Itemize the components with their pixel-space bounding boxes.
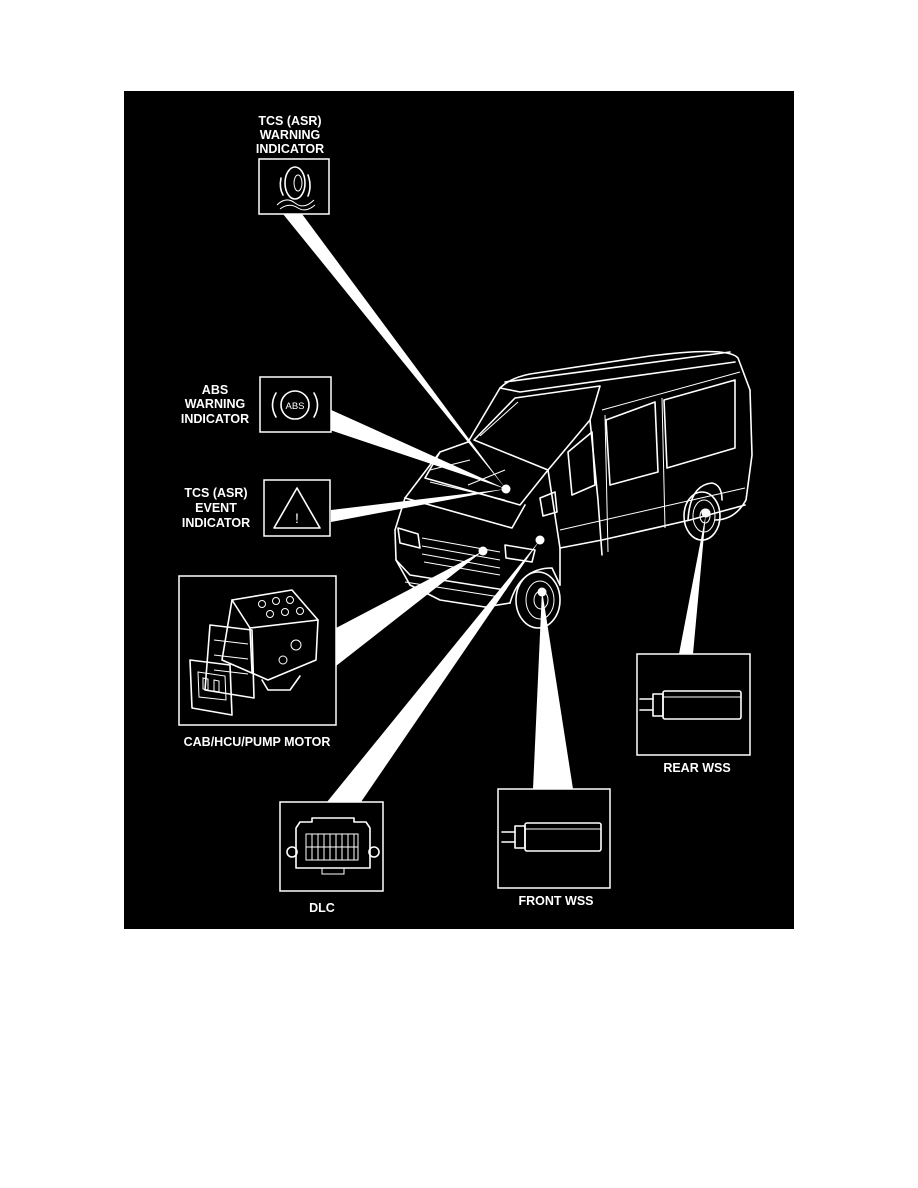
beam-cab <box>336 551 483 666</box>
warning-triangle-mark: ! <box>295 510 299 526</box>
van-illustration <box>394 350 753 629</box>
point-instrument-cluster <box>501 484 511 494</box>
cab-label: CAB/HCU/PUMP MOTOR <box>184 735 331 749</box>
front-wss-label: FRONT WSS <box>519 894 594 908</box>
dlc-callout: DLC <box>279 801 384 915</box>
rear-wss-box <box>636 653 751 756</box>
beam-rear-wss <box>679 513 706 654</box>
beam-tcs-warning <box>283 214 506 489</box>
dlc-label: DLC <box>309 901 335 915</box>
rear-wss-callout: REAR WSS <box>636 653 751 775</box>
abs-warning-label-3: INDICATOR <box>181 412 249 426</box>
abs-warning-callout: ABS WARNING INDICATOR ABS <box>181 376 332 433</box>
rear-wheel-speed-sensor-icon <box>639 690 742 720</box>
abs-warning-label-2: WARNING <box>185 397 245 411</box>
abs-icon-text: ABS <box>285 401 304 412</box>
point-front-wheel <box>537 587 547 597</box>
point-cab-location <box>478 546 488 556</box>
beam-abs-warning <box>318 404 506 489</box>
hcu-module-icon <box>189 589 319 716</box>
cab-callout: CAB/HCU/PUMP MOTOR <box>178 575 337 749</box>
point-rear-wheel <box>701 508 711 518</box>
point-dlc-location <box>535 535 545 545</box>
rear-wss-label: REAR WSS <box>663 761 730 775</box>
front-wss-callout: FRONT WSS <box>497 788 611 908</box>
beam-dlc <box>327 540 540 802</box>
tcs-event-label-2: EVENT <box>195 501 237 515</box>
tcs-warning-label-2: WARNING <box>260 128 320 142</box>
abs-icon: ABS <box>271 390 319 420</box>
warning-triangle-icon: ! <box>273 487 321 529</box>
tcs-event-callout: TCS (ASR) EVENT INDICATOR ! <box>182 479 331 537</box>
cab-box <box>178 575 337 726</box>
front-wheel-speed-sensor-icon <box>501 822 602 852</box>
abs-warning-label-1: ABS <box>202 383 228 397</box>
tcs-event-label-3: INDICATOR <box>182 516 250 530</box>
leader-beams <box>283 214 706 802</box>
traction-control-icon <box>276 166 316 211</box>
dlc-connector-icon <box>286 817 380 875</box>
beam-tcs-event <box>331 489 506 522</box>
tcs-warning-callout: TCS (ASR) WARNING INDICATOR <box>256 114 330 215</box>
tcs-warning-label-1: TCS (ASR) <box>258 114 321 128</box>
beam-front-wss <box>533 590 573 789</box>
front-wss-box <box>497 788 611 889</box>
tcs-event-label-1: TCS (ASR) <box>184 486 247 500</box>
diagram-panel <box>124 91 794 929</box>
tcs-warning-label-3: INDICATOR <box>256 142 324 156</box>
